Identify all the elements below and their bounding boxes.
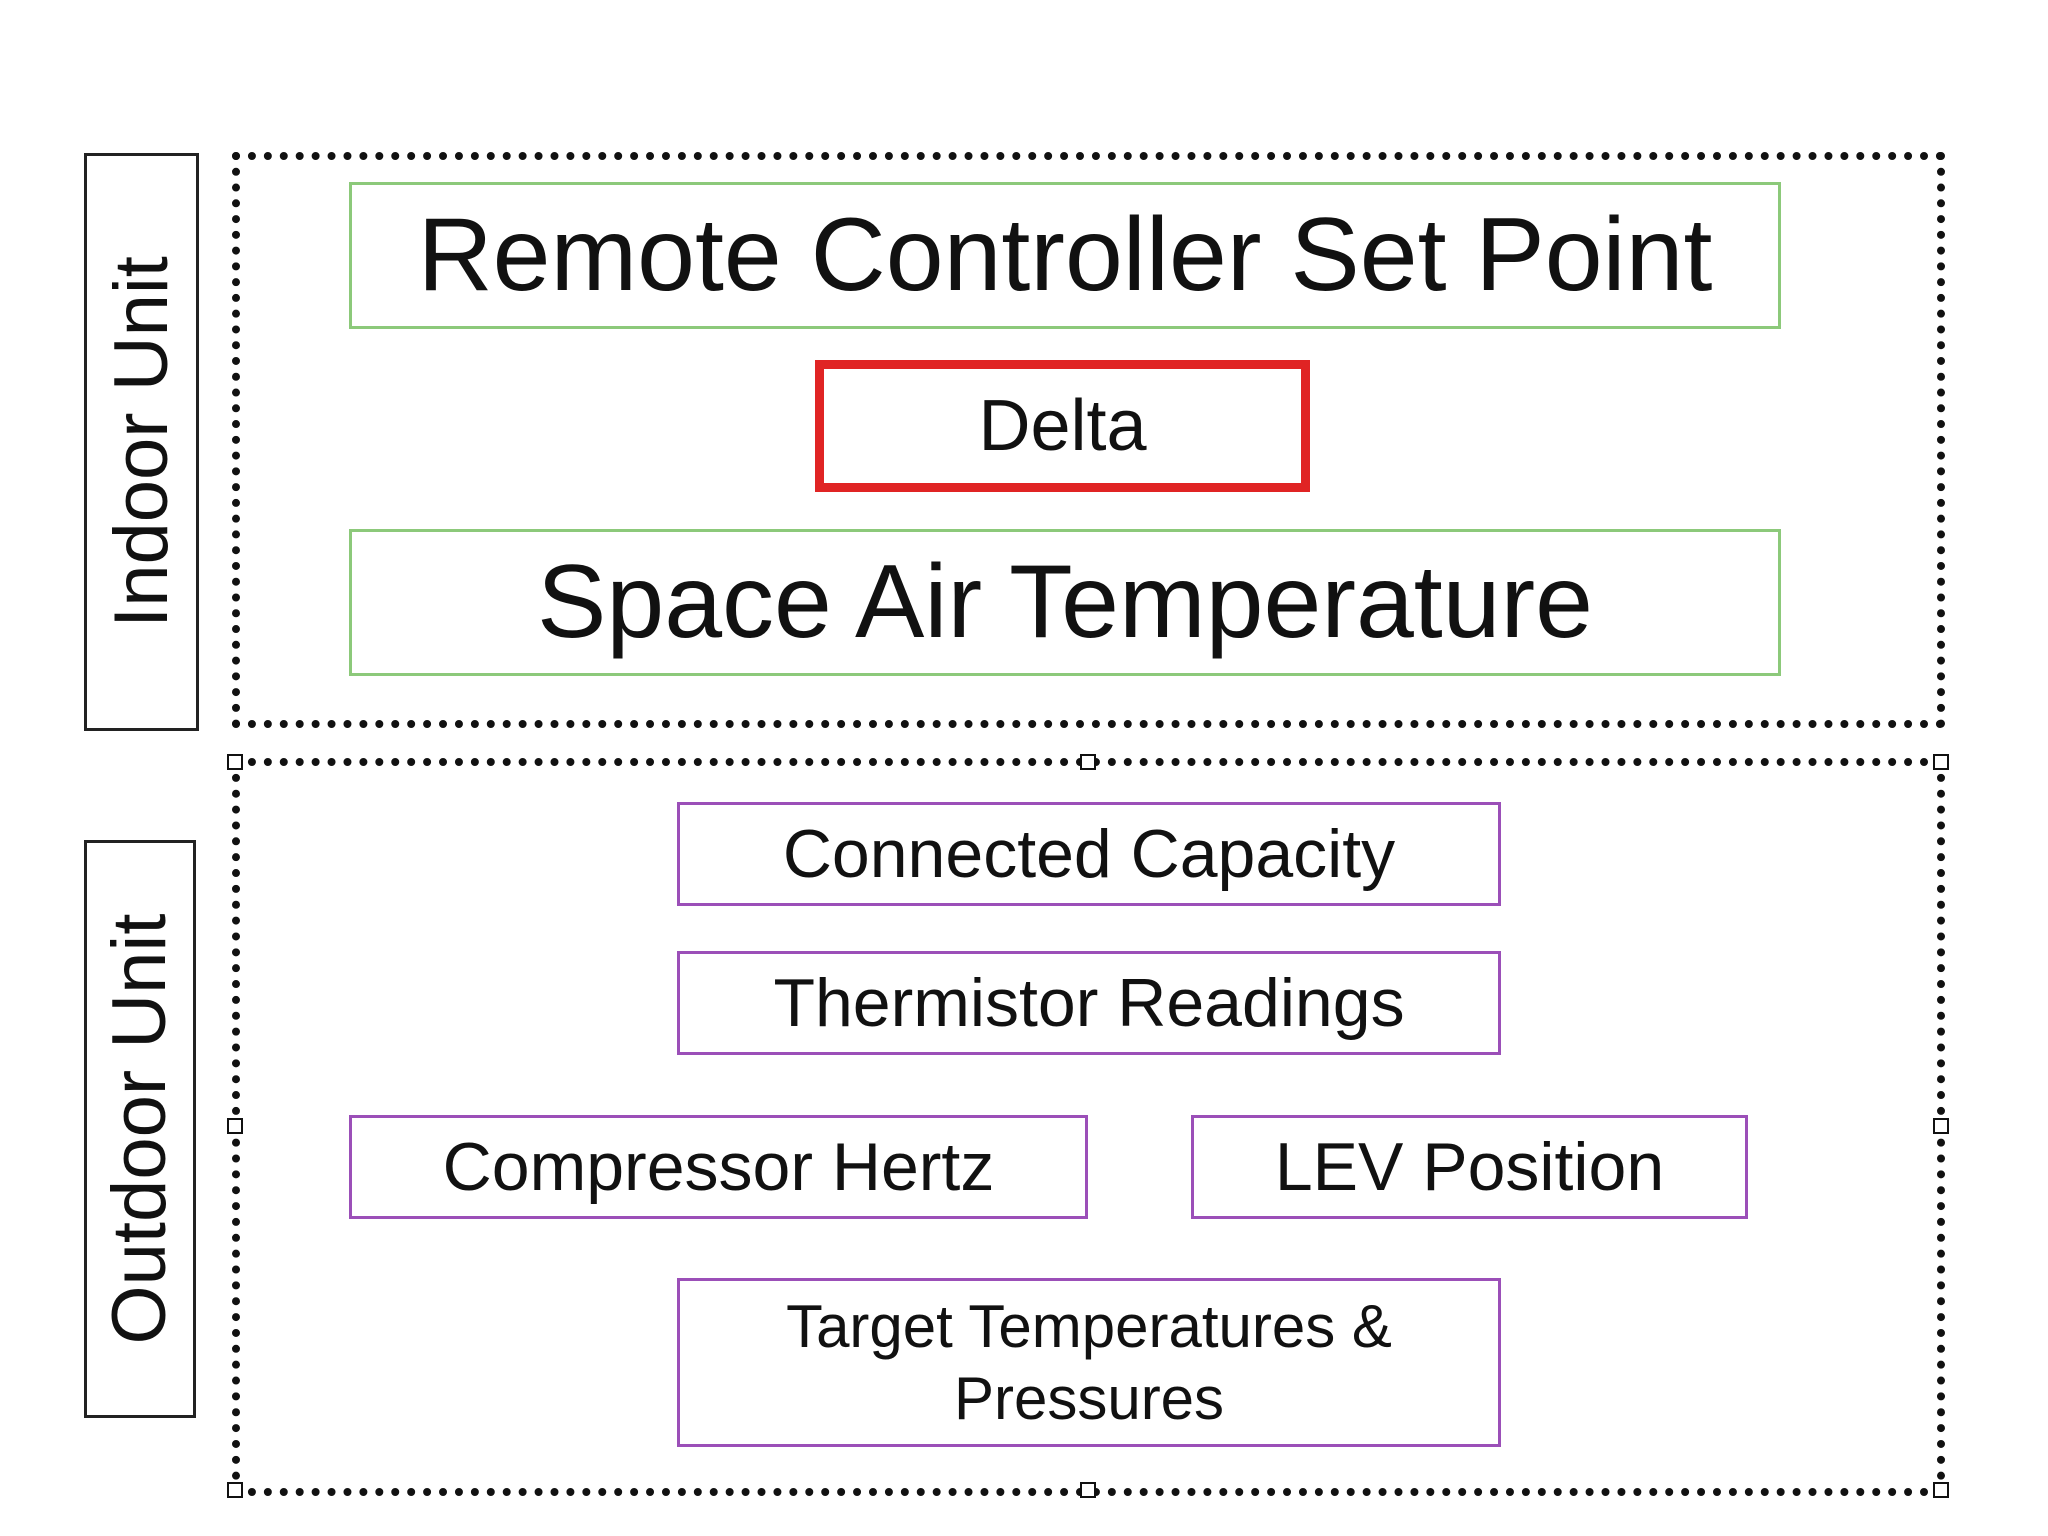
- thermistor-readings-text: Thermistor Readings: [773, 965, 1405, 1041]
- selection-handle-top-left[interactable]: [227, 754, 243, 770]
- compressor-hertz-text: Compressor Hertz: [442, 1129, 995, 1205]
- target-temperatures-pressures-box: Target Temperatures & Pressures: [677, 1278, 1501, 1447]
- selection-handle-top-middle[interactable]: [1080, 754, 1096, 770]
- target-temperatures-text-line2: Pressures: [953, 1364, 1225, 1432]
- target-temperatures-text-line1: Target Temperatures &: [786, 1292, 1392, 1360]
- indoor-unit-label-text: Indoor Unit: [98, 256, 184, 628]
- space-air-temperature-text: Space Air Temperature: [537, 544, 1593, 660]
- selection-handle-middle-left[interactable]: [227, 1118, 243, 1134]
- indoor-unit-label: Indoor Unit: [84, 153, 199, 731]
- indoor-unit-group: [232, 152, 1945, 728]
- selection-handle-bottom-middle[interactable]: [1080, 1482, 1096, 1498]
- connected-capacity-box: Connected Capacity: [677, 802, 1501, 906]
- connected-capacity-text: Connected Capacity: [782, 816, 1396, 892]
- selection-handle-bottom-left[interactable]: [227, 1482, 243, 1498]
- delta-text: Delta: [978, 386, 1147, 466]
- delta-box: Delta: [815, 360, 1310, 492]
- thermistor-readings-box: Thermistor Readings: [677, 951, 1501, 1055]
- selection-handle-bottom-right[interactable]: [1933, 1482, 1949, 1498]
- selection-handle-top-right[interactable]: [1933, 754, 1949, 770]
- selection-handle-middle-right[interactable]: [1933, 1118, 1949, 1134]
- space-air-temperature-box: Space Air Temperature: [349, 529, 1781, 676]
- outdoor-unit-label: Outdoor Unit: [84, 840, 196, 1418]
- remote-controller-set-point-box: Remote Controller Set Point: [349, 182, 1781, 329]
- outdoor-unit-label-text: Outdoor Unit: [97, 913, 182, 1345]
- remote-controller-set-point-text: Remote Controller Set Point: [417, 197, 1713, 313]
- lev-position-box: LEV Position: [1191, 1115, 1748, 1219]
- lev-position-text: LEV Position: [1274, 1129, 1665, 1205]
- compressor-hertz-box: Compressor Hertz: [349, 1115, 1088, 1219]
